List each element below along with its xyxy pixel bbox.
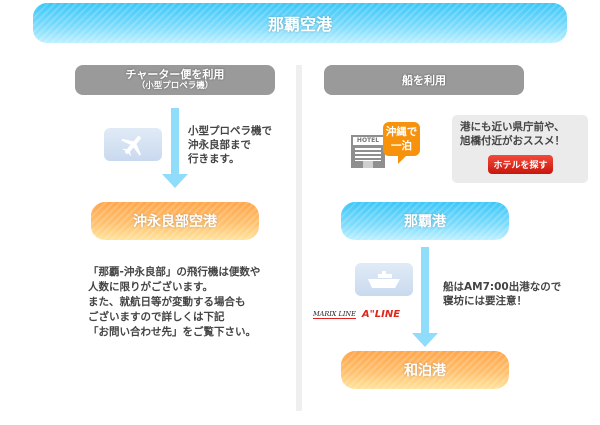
okinoerabu-airport-box: 沖永良部空港: [91, 202, 259, 240]
marix-line-logo: MARIX LINE: [313, 309, 356, 319]
wadomari-port-box: 和泊港: [341, 351, 509, 389]
flight-route-note: 小型プロペラ機で 沖永良部まで 行きます。: [188, 124, 288, 166]
departure-title: 那覇空港: [267, 15, 332, 34]
flight-note-line: 小型プロペラ機で: [188, 125, 272, 137]
ferry-arrow-head: [412, 333, 438, 347]
notice-line: また、就航日等が変動する場合も: [88, 296, 246, 308]
airplane-icon: [104, 128, 162, 161]
charter-flight-heading: チャーター便を利用 （小型プロペラ機）: [75, 65, 275, 95]
okinoerabu-airport-label: 沖永良部空港: [133, 214, 217, 230]
flight-arrow-head: [162, 174, 188, 188]
ferry-operator-logos: MARIX LINE A"LINE: [313, 307, 423, 321]
hotel-building-icon: HOTEL: [351, 135, 385, 168]
notice-line: ございますので詳しくは下記: [88, 311, 225, 323]
recommend-line: 港にも近い県庁前や、: [460, 121, 565, 133]
bubble-tail: [398, 154, 408, 164]
ferry-note-line: 寝坊には要注意！: [443, 295, 527, 307]
find-hotel-button-label: ホテルを探す: [493, 161, 548, 171]
departure-banner: 那覇空港: [33, 3, 567, 43]
hotel-recommend-panel: 港にも近い県庁前や、 旭橋付近がおススメ！ ホテルを探す: [452, 115, 588, 183]
hotel-sign: HOTEL: [353, 137, 383, 145]
naha-port-label: 那覇港: [404, 214, 446, 230]
notice-line: 「お問い合わせ先」をご覧下さい。: [88, 326, 256, 338]
notice-line: 「那覇-沖永良部」の飛行機は便数や: [88, 266, 261, 278]
charter-heading-line2: （小型プロペラ機）: [136, 80, 214, 91]
find-hotel-button[interactable]: ホテルを探す: [488, 155, 553, 174]
ferry-heading-label: 船を利用: [402, 74, 446, 87]
flight-notice: 「那覇-沖永良部」の飛行機は便数や 人数に限りがございます。 また、就航日等が変…: [88, 265, 298, 340]
ferry-note-line: 船はAM7:00出港なので: [443, 281, 562, 293]
ferry-heading: 船を利用: [324, 65, 524, 95]
column-divider: [296, 65, 302, 411]
naha-port-box: 那覇港: [341, 202, 509, 240]
ferry-route-note: 船はAM7:00出港なので 寝坊には要注意！: [443, 280, 593, 308]
recommend-line: 旭橋付近がおススメ！: [460, 135, 565, 147]
wadomari-port-label: 和泊港: [404, 363, 446, 379]
flight-note-line: 行きます。: [188, 153, 240, 165]
a-line-logo: A"LINE: [361, 308, 401, 320]
bubble-line: 沖縄で: [385, 126, 418, 138]
charter-heading-line1: チャーター便を利用: [125, 67, 225, 81]
bubble-line: 一泊: [391, 140, 412, 152]
flight-note-line: 沖永良部まで: [188, 139, 251, 151]
notice-line: 人数に限りがございます。: [88, 281, 213, 293]
okinawa-stay-bubble: 沖縄で 一泊: [383, 122, 420, 156]
ship-icon: [355, 263, 413, 296]
flight-arrow-shaft: [171, 108, 179, 174]
ferry-arrow-shaft: [421, 247, 429, 333]
